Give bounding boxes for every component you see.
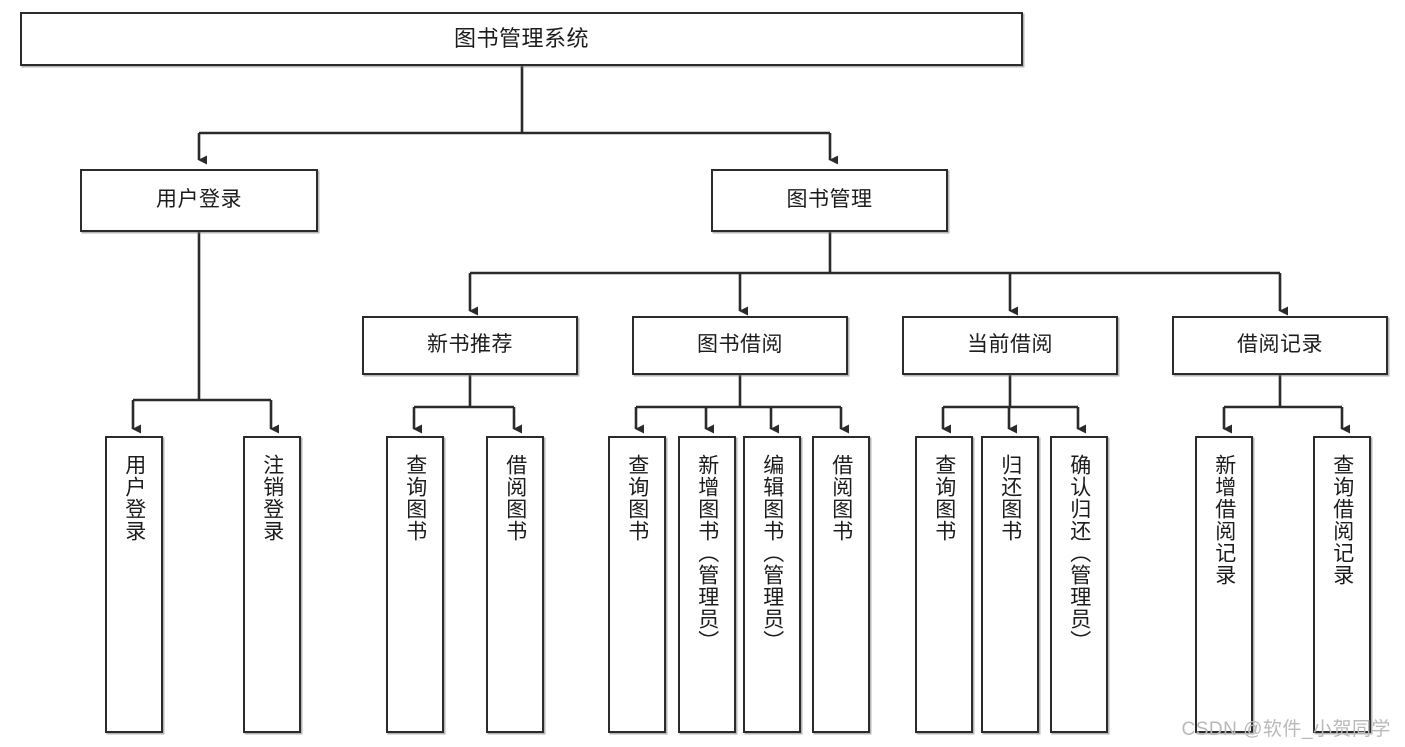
node-label: 用户登录 bbox=[156, 188, 242, 212]
node-new-book-recommend[interactable]: 新书推荐 bbox=[362, 316, 578, 375]
node-root-system[interactable]: 图书管理系统 bbox=[20, 12, 1023, 66]
node-label: 编辑图书（管理员） bbox=[760, 454, 784, 652]
node-label: 图书借阅 bbox=[697, 333, 783, 357]
leaf-recommend-query-book[interactable]: 查询图书 bbox=[386, 436, 444, 733]
node-label: 查询图书 bbox=[625, 454, 649, 542]
leaf-borrow-add-book[interactable]: 新增图书（管理员） bbox=[678, 436, 736, 733]
node-label: 用户登录 bbox=[122, 454, 146, 542]
node-label: 查询借阅记录 bbox=[1330, 454, 1354, 586]
node-label: 借阅图书 bbox=[503, 454, 527, 542]
leaf-user-login-logout[interactable]: 注销登录 bbox=[243, 436, 301, 733]
node-current-borrow[interactable]: 当前借阅 bbox=[902, 316, 1118, 375]
leaf-record-add-record[interactable]: 新增借阅记录 bbox=[1195, 436, 1253, 733]
watermark-text: CSDN @软件_小贺同学 bbox=[1181, 719, 1391, 740]
node-label: 查询图书 bbox=[932, 454, 956, 542]
leaf-current-return-book[interactable]: 归还图书 bbox=[981, 436, 1039, 733]
node-label: 新书推荐 bbox=[427, 333, 513, 357]
node-book-management[interactable]: 图书管理 bbox=[711, 169, 948, 232]
node-label: 新增借阅记录 bbox=[1212, 454, 1236, 586]
node-user-login[interactable]: 用户登录 bbox=[80, 169, 318, 232]
node-label: 注销登录 bbox=[260, 454, 284, 542]
leaf-recommend-borrow-book[interactable]: 借阅图书 bbox=[486, 436, 544, 733]
node-label: 归还图书 bbox=[998, 454, 1022, 542]
leaf-current-query-book[interactable]: 查询图书 bbox=[915, 436, 973, 733]
node-label: 图书管理系统 bbox=[453, 25, 589, 51]
leaf-record-query-record[interactable]: 查询借阅记录 bbox=[1313, 436, 1371, 733]
node-label: 新增图书（管理员） bbox=[695, 454, 719, 652]
leaf-borrow-edit-book[interactable]: 编辑图书（管理员） bbox=[743, 436, 801, 733]
leaf-borrow-query-book[interactable]: 查询图书 bbox=[608, 436, 666, 733]
leaf-user-login-login[interactable]: 用户登录 bbox=[105, 436, 163, 733]
node-label: 查询图书 bbox=[403, 454, 427, 542]
leaf-borrow-borrow-book[interactable]: 借阅图书 bbox=[812, 436, 870, 733]
node-label: 当前借阅 bbox=[967, 333, 1053, 357]
node-label: 借阅记录 bbox=[1237, 333, 1323, 357]
node-label: 图书管理 bbox=[786, 188, 873, 212]
node-borrow-record[interactable]: 借阅记录 bbox=[1172, 316, 1388, 375]
node-label: 确认归还（管理员） bbox=[1067, 454, 1091, 652]
node-label: 借阅图书 bbox=[829, 454, 853, 542]
leaf-current-confirm-return[interactable]: 确认归还（管理员） bbox=[1050, 436, 1108, 733]
node-book-borrow[interactable]: 图书借阅 bbox=[632, 316, 848, 375]
